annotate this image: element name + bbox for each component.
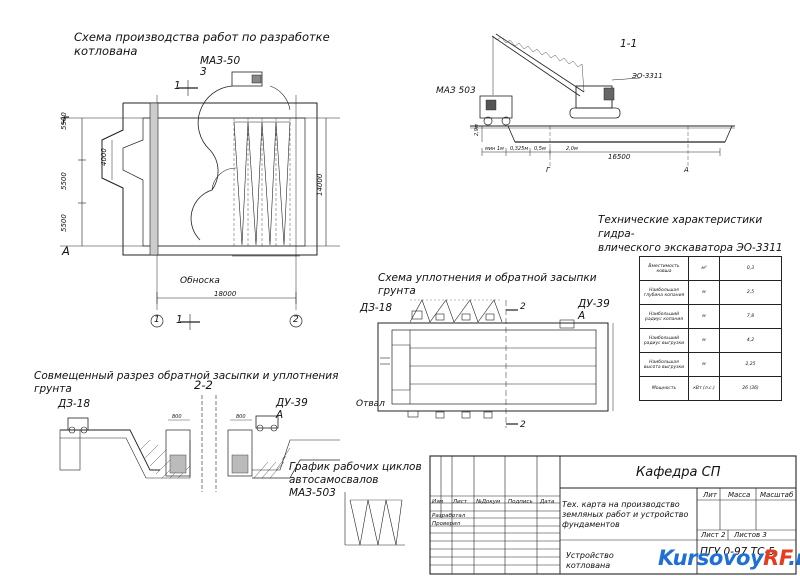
dim-800-right: 800 <box>236 414 246 420</box>
spec-unit: м <box>688 352 720 377</box>
table-row: Наибольший радиус копания м 7,8 <box>639 304 782 329</box>
table-row: Наибольшая высота выгрузки м 2,25 <box>639 352 782 377</box>
obnoska-label: Обноска <box>180 276 220 286</box>
listov-count: Листов 3 <box>734 531 767 539</box>
spec-unit: м <box>688 280 720 305</box>
otval-label: Отвал <box>356 399 385 409</box>
spec-unit: м³ <box>688 256 720 281</box>
du39-label-compaction: ДУ-39 А <box>578 298 610 322</box>
spec-value: 2,5 <box>719 280 782 305</box>
dim-2: 2,0м <box>566 146 578 152</box>
spec-name: Мощность <box>639 376 689 401</box>
truck-maz50-label: МАЗ-50 3 <box>200 55 241 78</box>
cut-2-bottom: 2 <box>520 420 526 430</box>
spec-value: 4,2 <box>719 328 782 353</box>
compaction-title: Схема уплотнения и обратной засыпки грун… <box>378 272 597 297</box>
dim-5500-top: 5500 <box>60 112 68 130</box>
eo3311-label: ЭО-3311 <box>632 72 663 80</box>
cut-2-top: 2 <box>520 302 526 312</box>
dim-05: 0,5м <box>534 146 546 152</box>
axis-a-section: А <box>684 166 689 174</box>
dim-800-left: 800 <box>172 414 182 420</box>
col-date: Дата <box>540 499 555 505</box>
section-22-title: 2-2 <box>194 378 213 392</box>
truck-cycle-title: График рабочих циклов автосамосвалов МАЗ… <box>289 461 422 499</box>
massa-label: Масса <box>728 491 751 499</box>
doc-title: Тех. карта на производство земляных рабо… <box>562 500 689 529</box>
maz503-label: МАЗ 503 <box>436 86 476 96</box>
table-row: Мощность кВт (л.с.) 26 (36) <box>639 376 782 401</box>
spec-name: Наибольшая глубина копания <box>639 280 689 305</box>
excavation-plan <box>60 71 340 330</box>
watermark-part1: Kursovoy <box>658 546 764 570</box>
section-11-title: 1-1 <box>620 38 638 50</box>
dim-min1: мин 1м <box>485 146 504 152</box>
table-row: Наибольшая глубина копания м 2,5 <box>639 280 782 305</box>
spec-unit: м <box>688 304 720 329</box>
watermark: KursovoyRF.ru <box>658 546 800 570</box>
dim-14000: 14000 <box>316 173 324 196</box>
dim-0325: 0,325м <box>510 146 529 152</box>
excavation-scheme-title: Схема производства работ по разработке к… <box>74 30 330 58</box>
spec-value: 26 (36) <box>719 376 782 401</box>
watermark-part2: RF <box>763 546 789 570</box>
table-row: Наибольший радиус выгрузки м 4,2 <box>639 328 782 353</box>
dim-5500-mid: 5500 <box>60 172 68 190</box>
masshtab-label: Масштаб <box>760 491 794 499</box>
dim-16500: 16500 <box>608 153 631 161</box>
spec-unit: кВт (л.с.) <box>688 376 720 401</box>
cut-1-bottom: 1 <box>176 314 183 326</box>
spec-name: Наибольший радиус копания <box>639 304 689 329</box>
axis-g-plan: Г <box>62 114 69 128</box>
spec-value: 7,8 <box>719 304 782 329</box>
dz18-label-section: ДЗ-18 <box>58 398 91 410</box>
table-row: Вместимость ковша м³ 0,3 <box>639 256 782 281</box>
axis-a-plan: А <box>62 244 70 258</box>
axis-2-label: 2 <box>293 315 299 325</box>
combined-section-title: Совмещенный разрез обратной засыпки и уп… <box>34 370 339 395</box>
list-number: Лист 2 <box>701 531 726 539</box>
col-izm: Изм <box>432 499 444 505</box>
spec-name: Наибольший радиус выгрузки <box>639 328 689 353</box>
compaction-scheme <box>377 299 614 428</box>
cut-1-top: 1 <box>174 80 181 92</box>
axis-1-label: 1 <box>154 315 160 325</box>
spec-name: Вместимость ковша <box>639 256 689 281</box>
section-1-1 <box>470 33 735 168</box>
spec-title: Технические характеристики гидра- вличес… <box>598 214 783 254</box>
spec-table: Вместимость ковша м³ 0,3 Наибольшая глуб… <box>639 256 782 401</box>
combined-section <box>59 395 340 492</box>
spec-name: Наибольшая высота выгрузки <box>639 352 689 377</box>
dz18-label-compaction: ДЗ-18 <box>360 302 393 314</box>
col-sign: Подпись <box>508 499 533 505</box>
truck-cycle-chart <box>344 492 405 546</box>
proveril-label: Проверил <box>432 521 461 527</box>
spec-value: 2,25 <box>719 352 782 377</box>
col-ndoc: №Докум <box>476 499 501 505</box>
dim-4000: 4000 <box>100 148 108 166</box>
lit-label: Лит <box>703 491 717 499</box>
razrab-label: Разработал <box>432 513 466 519</box>
sub-title: Устройство котлована <box>566 551 614 570</box>
dim-5500-bot: 5500 <box>60 214 68 232</box>
col-list: Лист <box>453 499 467 505</box>
department-name: Кафедра СП <box>636 465 721 480</box>
doc-code: ПГУ 0-97 ТС-5 <box>700 546 775 558</box>
spec-unit: м <box>688 328 720 353</box>
du39-label-section: ДУ-39 А <box>276 397 308 421</box>
watermark-part3: .ru <box>788 546 800 570</box>
dim-18000: 18000 <box>214 290 237 298</box>
title-block-lines <box>429 455 797 575</box>
spec-value: 0,3 <box>719 256 782 281</box>
dim-29: 2,9м <box>474 124 480 136</box>
axis-g-section: Г <box>546 166 550 174</box>
